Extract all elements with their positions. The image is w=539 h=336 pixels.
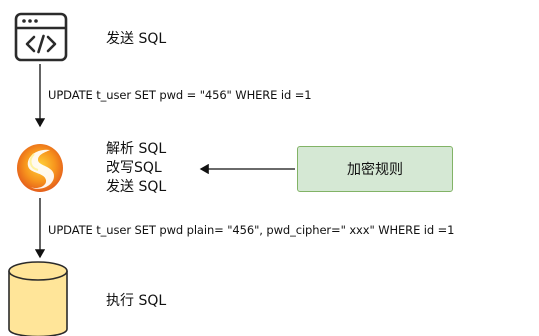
- rewritten-sql-text: UPDATE t_user SET pwd plain= "456", pwd_…: [48, 223, 455, 237]
- proxy-steps: 解析 SQL 改写SQL 发送 SQL: [106, 140, 166, 197]
- execute-sql-label: 执行 SQL: [106, 293, 167, 309]
- database-cylinder-icon: [8, 261, 68, 336]
- send-sql-label: 发送 SQL: [106, 31, 167, 47]
- code-window-icon: [14, 12, 68, 62]
- encrypt-rules-box: 加密规则: [297, 146, 453, 192]
- original-sql-text: UPDATE t_user SET pwd = "456" WHERE id =…: [48, 88, 312, 102]
- parse-sql-label: 解析 SQL: [106, 141, 167, 157]
- forward-sql-label: 发送 SQL: [106, 179, 167, 195]
- rewrite-sql-label: 改写SQL: [106, 160, 162, 176]
- encrypt-rules-label: 加密规则: [347, 162, 403, 178]
- shardingsphere-logo-icon: [17, 144, 63, 192]
